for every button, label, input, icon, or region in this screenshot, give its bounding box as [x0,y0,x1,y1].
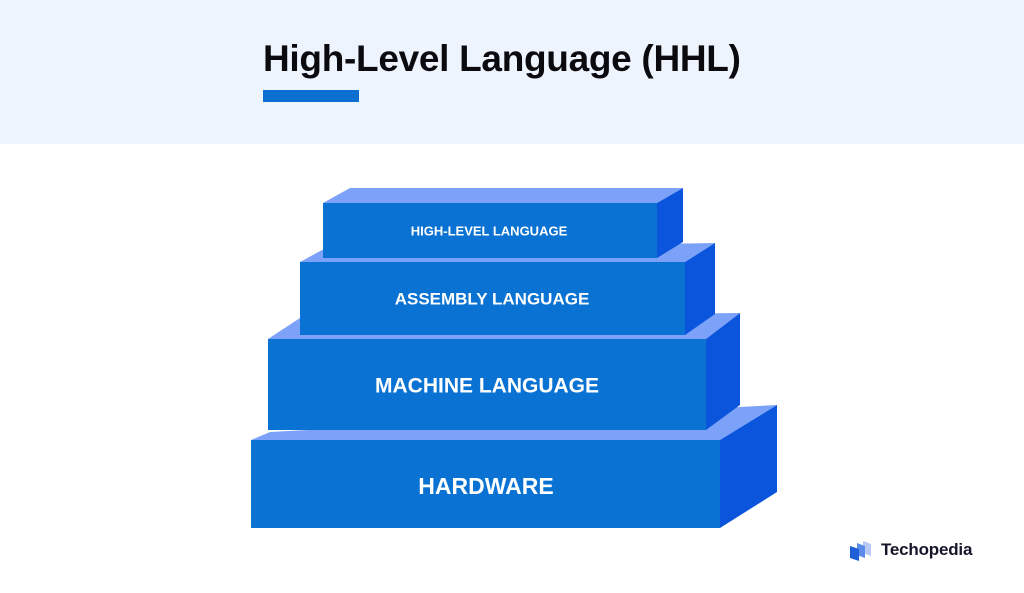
layer-hardware-label: HARDWARE [418,473,553,499]
layer-hardware: HARDWARE [251,405,777,528]
layer-high-level-language-front-face [323,203,657,258]
layer-high-level-language-label: HIGH-LEVEL LANGUAGE [411,224,568,239]
layer-machine-language-front-face [268,339,706,430]
layer-hardware-side-face [720,405,777,528]
techopedia-logo-icon [850,541,871,561]
layer-hardware-front-face [251,440,720,528]
layer-machine-language-side-face [706,313,740,430]
layer-assembly-language-label: ASSEMBLY LANGUAGE [395,290,590,309]
logo-wordmark: Techopedia [881,540,973,559]
layer-assembly-language-side-face [685,243,715,335]
page-title: High-Level Language (HHL) [263,38,741,79]
header-banner: High-Level Language (HHL) [0,0,1024,144]
layer-high-level-language-side-face [657,188,683,258]
layer-high-level-language: HIGH-LEVEL LANGUAGE [323,188,683,258]
layer-assembly-language-front-face [300,262,685,335]
title-underline-accent [263,90,359,102]
techopedia-logo: Techopedia [849,537,972,563]
layer-high-level-language-top-face [323,188,683,203]
layer-machine-language-label: MACHINE LANGUAGE [375,375,599,398]
